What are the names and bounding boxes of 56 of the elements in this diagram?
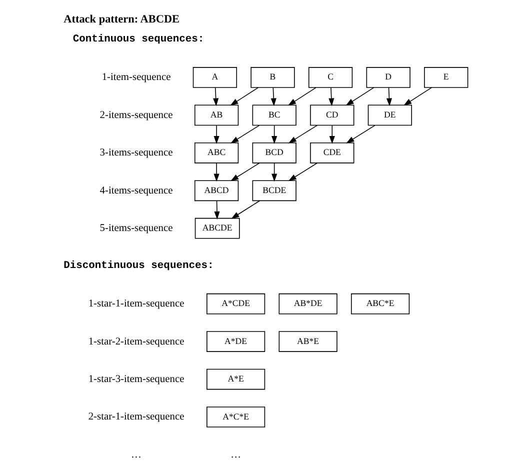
label: 5-items-sequence xyxy=(99,223,172,234)
arrow xyxy=(386,87,392,106)
label: 1-item-sequence xyxy=(101,72,170,84)
node-box: AB*DE xyxy=(278,293,337,314)
node-box: A*CDE xyxy=(206,293,265,314)
label: 1-star-2-item-sequence xyxy=(88,336,184,348)
arrow xyxy=(230,87,258,106)
arrow xyxy=(346,124,375,144)
arrow xyxy=(230,162,260,182)
arrow xyxy=(403,87,432,106)
node-box: CDE xyxy=(310,142,354,164)
arrow xyxy=(213,162,219,182)
label: Continuous sequences: xyxy=(72,34,204,46)
node-box: ABCD xyxy=(194,180,238,202)
node-box: BCD xyxy=(252,142,296,164)
node-box: BCDE xyxy=(252,180,296,202)
node-box: ABCDE xyxy=(194,218,240,239)
node-box: A*E xyxy=(206,368,265,390)
node-box: B xyxy=(250,67,294,88)
arrow xyxy=(271,162,277,182)
label: 4-items-sequence xyxy=(99,185,172,196)
label: 2-star-1-item-sequence xyxy=(88,412,184,423)
node-box: A*C*E xyxy=(206,406,265,428)
arrow xyxy=(212,87,218,106)
label: 3-items-sequence xyxy=(99,148,172,159)
arrow xyxy=(214,200,220,220)
node-box: C xyxy=(308,67,352,88)
node-box: ABC xyxy=(194,142,238,164)
node-box: A*DE xyxy=(206,331,265,352)
node-box: AB*E xyxy=(278,331,337,352)
arrow xyxy=(328,125,334,144)
label: … xyxy=(130,449,141,460)
node-box: D xyxy=(366,67,410,88)
arrow xyxy=(230,124,260,144)
arrow xyxy=(288,124,318,144)
arrow xyxy=(288,162,318,182)
label: Discontinuous sequences: xyxy=(63,260,214,272)
node-box: BC xyxy=(252,104,296,126)
diagram-title: Attack pattern: ABCDE xyxy=(63,14,180,26)
node-box: E xyxy=(424,67,468,88)
arrow xyxy=(345,87,374,106)
arrow xyxy=(213,125,219,144)
arrow xyxy=(271,125,277,144)
arrow xyxy=(328,87,334,106)
label: 2-items-sequence xyxy=(99,110,172,121)
node-box: AB xyxy=(194,104,238,126)
label: 1-star-1-item-sequence xyxy=(88,298,184,310)
node-box: CD xyxy=(310,104,354,126)
label: … xyxy=(230,449,241,460)
node-box: ABC*E xyxy=(350,293,410,314)
label: 1-star-3-item-sequence xyxy=(88,374,184,386)
arrow xyxy=(287,87,316,106)
node-box: DE xyxy=(367,104,412,126)
arrow xyxy=(230,200,260,219)
arrow xyxy=(270,87,276,106)
node-box: A xyxy=(192,67,237,88)
